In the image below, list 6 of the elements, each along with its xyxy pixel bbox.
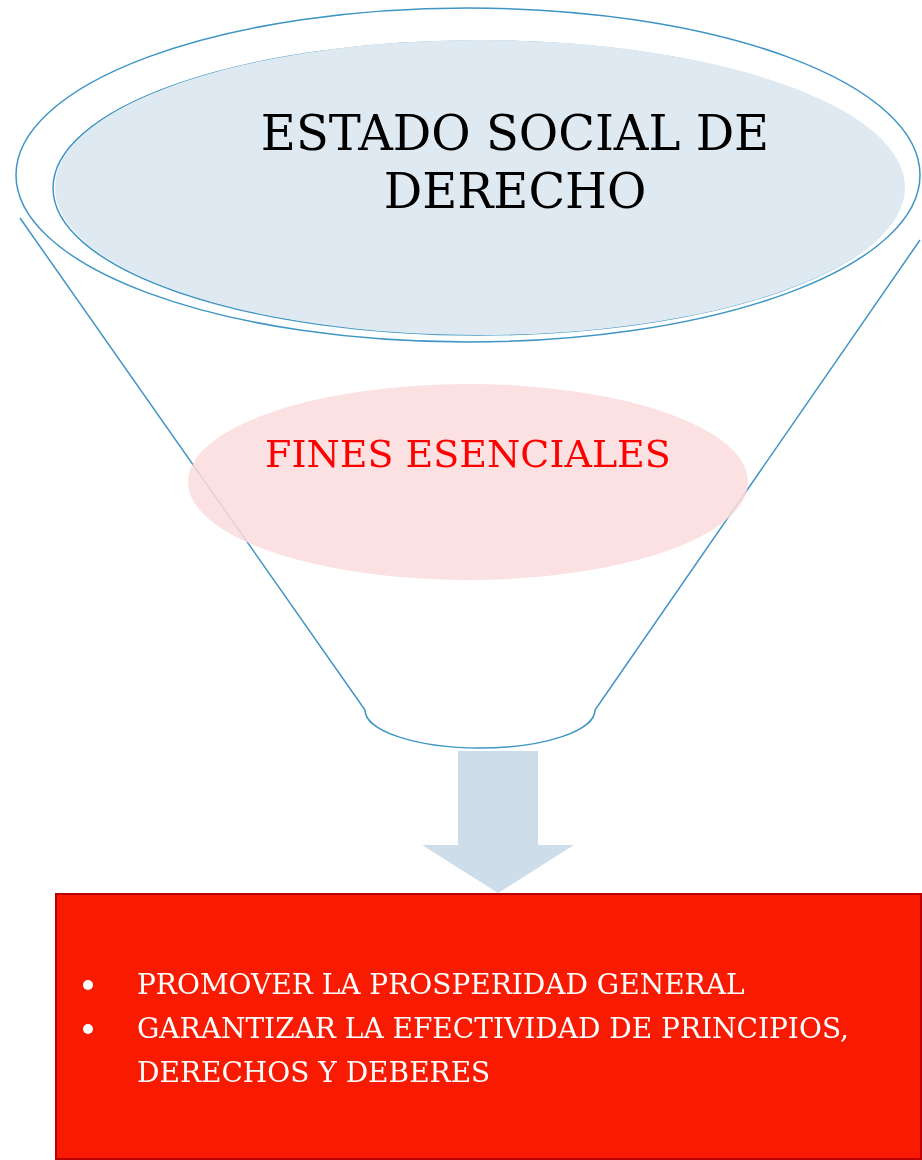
process-box [55, 893, 922, 1160]
bullet-text: GARANTIZAR LA EFECTIVIDAD DE PRINCIPIOS, DERECHOS Y DEBERES [137, 1011, 850, 1091]
node-label: FINES ESENCIALES [264, 432, 672, 478]
node-label: ESTADO SOCIAL DE DERECHO [259, 105, 771, 221]
block-arrow [422, 751, 574, 893]
bullet-text: PROMOVER LA PROSPERIDAD GENERAL [137, 967, 746, 1003]
